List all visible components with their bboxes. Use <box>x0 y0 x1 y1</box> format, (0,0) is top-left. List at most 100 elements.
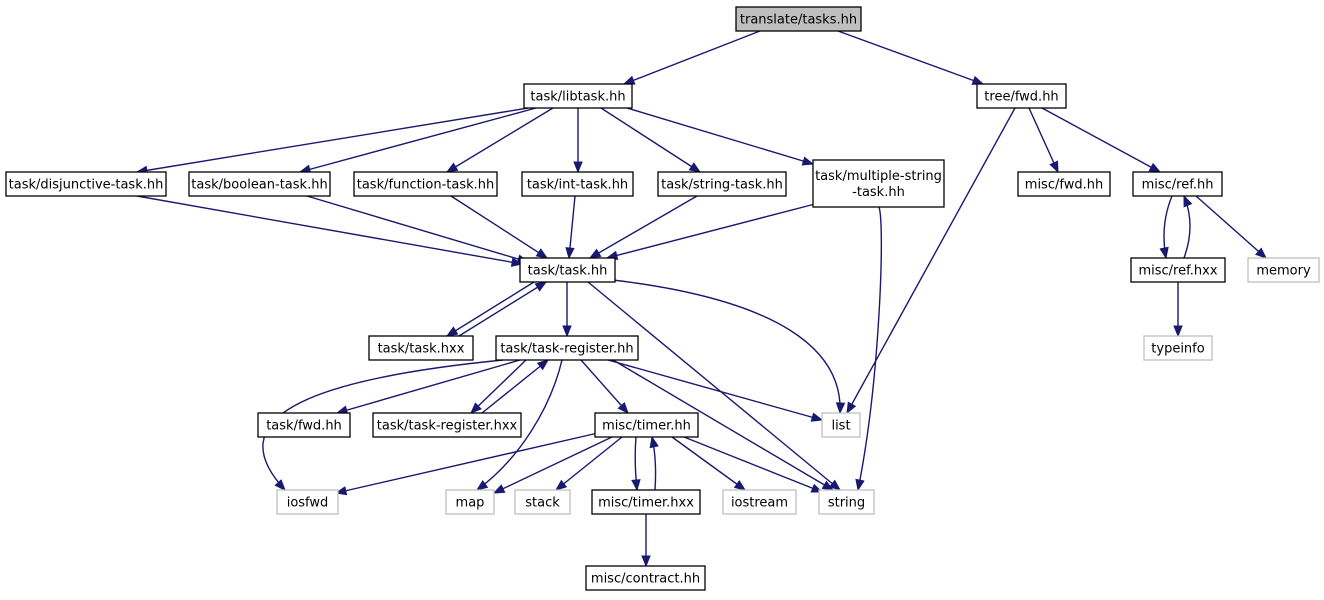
edge-timer-to-stack <box>554 436 623 491</box>
arrowhead-icon <box>588 248 602 259</box>
arrowhead-icon <box>470 402 482 414</box>
node-label: misc/contract.hh <box>591 572 700 587</box>
node-label: misc/timer.hh <box>602 419 691 434</box>
node-multi[interactable]: task/multiple-string-task.hh <box>812 159 945 208</box>
node-label: misc/ref.hxx <box>1138 264 1217 279</box>
node-label: -task.hh <box>852 185 905 200</box>
edge-line <box>580 359 629 414</box>
node-box <box>1143 335 1213 361</box>
node-string: string <box>818 489 875 515</box>
node-treefwd[interactable]: tree/fwd.hh <box>976 83 1067 109</box>
node-refhxx[interactable]: misc/ref.hxx <box>1130 257 1226 283</box>
edge-timer-to-string <box>683 436 824 493</box>
node-box <box>188 171 331 197</box>
edge-line <box>306 195 529 263</box>
arrowhead-icon <box>617 402 629 415</box>
node-box <box>1017 171 1111 197</box>
node-disj[interactable]: task/disjunctive-task.hh <box>5 171 167 197</box>
edge-line <box>837 30 984 85</box>
node-label: task/multiple-string <box>815 169 942 184</box>
edge-line <box>623 30 761 85</box>
node-box <box>594 412 699 438</box>
node-label: misc/ref.hh <box>1142 178 1214 193</box>
node-label: iostream <box>731 496 788 511</box>
edge-line <box>1028 107 1059 173</box>
node-label: task/string-task.hh <box>661 178 783 193</box>
edge-line <box>857 206 883 491</box>
node-label: task/libtask.hh <box>530 90 625 105</box>
edge-line <box>612 359 834 491</box>
node-label: task/task.hh <box>528 264 608 279</box>
node-box <box>353 171 498 197</box>
edge-libtask-to-func <box>445 107 554 173</box>
edge-line <box>626 107 814 165</box>
arrowhead-icon <box>1255 247 1268 259</box>
node-task[interactable]: task/task.hh <box>519 257 616 283</box>
edge-libtask-to-disj <box>135 107 529 175</box>
arrowhead-icon <box>565 247 575 260</box>
node-box <box>1130 257 1226 283</box>
node-label: misc/fwd.hh <box>1025 178 1103 193</box>
edge-multi-to-task <box>605 203 816 260</box>
node-miscref[interactable]: misc/ref.hh <box>1132 171 1223 197</box>
edge-treg-to-timer <box>580 359 629 415</box>
node-int[interactable]: task/int-task.hh <box>521 171 634 197</box>
node-contract[interactable]: misc/contract.hh <box>585 565 706 591</box>
edge-refhxx-to-miscref <box>1183 194 1193 259</box>
edge-line <box>450 195 548 259</box>
node-box <box>585 565 706 591</box>
edge-line <box>136 195 523 265</box>
edge-line <box>555 436 623 491</box>
node-label: misc/timer.hxx <box>598 496 694 511</box>
node-libtask[interactable]: task/libtask.hh <box>523 83 633 109</box>
edge-task-to-list <box>612 279 846 415</box>
node-str[interactable]: task/string-task.hh <box>657 171 787 197</box>
arrowhead-icon <box>534 281 548 292</box>
node-box <box>812 159 945 208</box>
edge-timer-to-iostream <box>671 436 747 491</box>
arrowhead-icon <box>835 402 846 415</box>
node-box <box>495 335 639 361</box>
edge-line <box>446 281 535 337</box>
edge-disj-to-task <box>136 195 524 267</box>
edge-treefwd-to-miscfwd <box>1028 107 1059 174</box>
arrowhead-icon <box>536 359 550 371</box>
arrowhead-icon <box>846 401 857 415</box>
node-root[interactable]: translate/tasks.hh <box>735 6 862 32</box>
edge-treg-to-list <box>607 359 824 422</box>
edge-line <box>589 195 698 259</box>
arrowhead-icon <box>971 75 985 85</box>
arrowhead-icon <box>554 479 568 491</box>
edge-timer-to-map <box>492 436 613 494</box>
node-label: stack <box>525 496 560 511</box>
edge-refhxx-to-typeinfo <box>1173 282 1183 338</box>
edge-treg-to-iosfwd <box>262 359 504 491</box>
edge-line <box>607 359 823 421</box>
arrowhead-icon <box>1148 162 1162 173</box>
node-label: typeinfo <box>1151 342 1204 357</box>
node-timer[interactable]: misc/timer.hh <box>594 412 699 438</box>
node-treg[interactable]: task/task-register.hh <box>495 335 639 361</box>
edge-treghxx-to-treg <box>481 359 550 414</box>
edge-timer-to-timerhxx <box>631 436 641 492</box>
node-treghxx[interactable]: task/task-register.hxx <box>372 412 522 438</box>
node-taskfwd[interactable]: task/fwd.hh <box>257 412 351 438</box>
arrowhead-icon <box>573 161 583 174</box>
edge-treg-to-string <box>612 359 835 491</box>
edge-treg-to-treghxx <box>470 359 527 414</box>
edge-libtask-to-str <box>600 107 702 173</box>
nodes-layer: translate/tasks.hh task/libtask.hh tree/fw… <box>5 6 1320 591</box>
node-bool[interactable]: task/boolean-task.hh <box>188 171 331 197</box>
edge-line <box>683 436 823 493</box>
arrowhead-icon <box>445 326 459 337</box>
node-miscfwd[interactable]: misc/fwd.hh <box>1017 171 1111 197</box>
edge-treefwd-to-list <box>846 107 1016 415</box>
node-taskhxx[interactable]: task/task.hxx <box>368 335 474 361</box>
arrowhead-icon <box>828 479 842 491</box>
node-label: task/task.hxx <box>378 342 465 357</box>
node-func[interactable]: task/function-task.hh <box>353 171 498 197</box>
arrowhead-icon <box>562 325 572 338</box>
edge-root-to-libtask <box>622 30 761 85</box>
node-timerhxx[interactable]: misc/timer.hxx <box>591 489 701 515</box>
